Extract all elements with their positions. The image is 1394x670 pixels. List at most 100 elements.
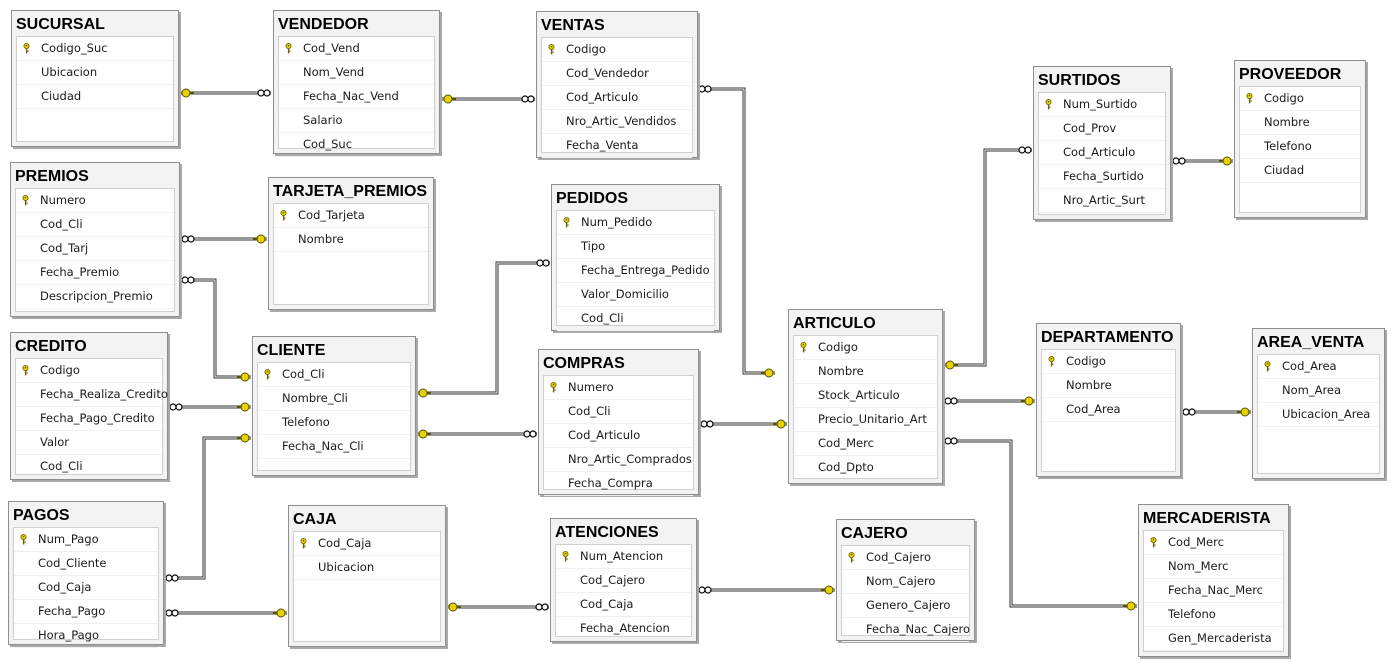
column-row[interactable]: Nom_Cajero xyxy=(842,570,969,594)
column-row[interactable]: Fecha_Nac_Vend xyxy=(279,85,434,109)
column-row[interactable]: Fecha_Pago xyxy=(14,600,158,624)
column-row[interactable]: Fecha_Compra xyxy=(544,472,693,496)
column-row[interactable]: Cod_Articulo xyxy=(544,424,693,448)
column-row[interactable]: Cod_Articulo xyxy=(542,86,692,110)
column-row[interactable]: Telefono xyxy=(1144,603,1283,627)
column-row[interactable]: Cod_Merc xyxy=(794,432,937,456)
column-row[interactable]: Ciudad xyxy=(17,85,173,109)
column-row[interactable]: Num_Atencion xyxy=(556,545,691,569)
column-row[interactable]: Telefono xyxy=(1240,135,1360,159)
column-row[interactable]: Nombre xyxy=(794,360,937,384)
column-row[interactable]: Cod_Vendedor xyxy=(542,62,692,86)
column-row[interactable]: Num_Pago xyxy=(14,528,158,552)
column-row[interactable]: Nro_Artic_Comprados xyxy=(544,448,693,472)
column-row[interactable]: Cod_Cli xyxy=(544,400,693,424)
relationship-articulo-surtidos[interactable] xyxy=(944,148,1032,367)
column-row[interactable]: Valor_Domicilio xyxy=(557,283,714,307)
column-row[interactable]: Num_Pedido xyxy=(557,211,714,235)
column-row[interactable]: Nom_Vend xyxy=(279,61,434,85)
column-row[interactable]: Nom_Area xyxy=(1258,379,1379,403)
column-row[interactable]: Nombre xyxy=(1042,374,1175,398)
column-row[interactable]: Ciudad xyxy=(1240,159,1360,183)
column-row[interactable]: Fecha_Nac_Cajero xyxy=(842,618,970,642)
column-row[interactable]: Fecha_Realiza_Credito xyxy=(16,383,168,407)
column-row[interactable]: Cod_Articulo xyxy=(1039,141,1165,165)
column-row[interactable]: Tipo xyxy=(557,235,714,259)
column-row[interactable]: Fecha_Nac_Merc xyxy=(1144,579,1283,603)
column-row[interactable]: Fecha_Entrega_Pedido xyxy=(557,259,714,283)
column-row[interactable]: Fecha_Pago_Credito xyxy=(16,407,162,431)
column-row[interactable]: Stock_Articulo xyxy=(794,384,937,408)
column-row[interactable]: Codigo xyxy=(1042,350,1175,374)
column-row[interactable]: Cod_Cajero xyxy=(556,569,691,593)
column-row[interactable]: Nom_Merc xyxy=(1144,555,1283,579)
column-row[interactable]: Cod_Cli xyxy=(16,455,162,479)
column-row[interactable]: Cod_Caja xyxy=(294,532,440,556)
column-row[interactable]: Cod_Cli xyxy=(258,363,410,387)
column-row[interactable]: Cod_Cli xyxy=(16,213,174,237)
column-row[interactable]: Hora_Pago xyxy=(14,624,158,648)
column-row[interactable]: Nombre_Cli xyxy=(258,387,410,411)
column-row[interactable]: Fecha_Atencion xyxy=(556,617,691,641)
relationship-cliente-premios[interactable] xyxy=(181,278,251,379)
column-row[interactable]: Ubicacion xyxy=(17,61,173,85)
column-row[interactable]: Ubicacion_Area xyxy=(1258,403,1379,427)
column-row[interactable]: Fecha_Nac_Cli xyxy=(258,435,410,459)
column-row[interactable]: Fecha_Venta xyxy=(542,134,692,158)
column-row[interactable]: Cod_Tarjeta xyxy=(274,204,428,228)
column-row[interactable]: Cod_Area xyxy=(1258,355,1379,379)
column-row[interactable]: Fecha_Premio xyxy=(16,261,174,285)
column-row[interactable]: Cod_Cli xyxy=(557,307,714,331)
column-row[interactable]: Codigo xyxy=(542,38,692,62)
column-row[interactable]: Nombre xyxy=(1240,111,1360,135)
column-row[interactable]: Nro_Artic_Surt xyxy=(1039,189,1165,213)
column-row[interactable]: Codigo_Suc xyxy=(17,37,173,61)
column-row[interactable]: Fecha_Surtido xyxy=(1039,165,1165,189)
column-row[interactable]: Nombre xyxy=(274,228,428,252)
column-row[interactable]: Gen_Mercaderista xyxy=(1144,627,1283,651)
column-row[interactable]: Precio_Unitario_Art xyxy=(794,408,937,432)
column-row[interactable]: Cod_Suc xyxy=(279,133,434,157)
column-row[interactable]: Numero xyxy=(16,189,174,213)
column-row[interactable]: Codigo xyxy=(16,359,162,383)
column-row[interactable]: Nro_Artic_Vendidos xyxy=(542,110,692,134)
column-row[interactable]: Cod_Vend xyxy=(279,37,434,61)
column-row[interactable]: Cod_Caja xyxy=(556,593,691,617)
column-row[interactable]: Cod_Cliente xyxy=(14,552,158,576)
column-row[interactable]: Cod_Area xyxy=(1042,398,1175,422)
column-row[interactable]: Ubicacion xyxy=(294,556,440,580)
column-row[interactable]: Genero_Cajero xyxy=(842,594,969,618)
column-row[interactable]: Valor xyxy=(16,431,162,455)
column-row[interactable]: Cod_Merc xyxy=(1144,531,1283,555)
relationship-cliente-pedidos[interactable] xyxy=(417,261,550,395)
column-row[interactable]: Num_Surtido xyxy=(1039,93,1165,117)
column-row[interactable]: Salario xyxy=(279,109,434,133)
column-row[interactable]: Descripcion_Premio xyxy=(16,285,174,309)
column-row[interactable]: Numero xyxy=(544,376,693,400)
relationship-cliente-pagos[interactable] xyxy=(165,436,251,580)
column-row[interactable]: Codigo xyxy=(794,336,937,360)
column-row[interactable]: Telefono xyxy=(258,411,410,435)
column-row[interactable]: Cod_Caja xyxy=(14,576,158,600)
column-row[interactable]: Cod_Prov xyxy=(1039,117,1165,141)
column-row[interactable]: Cod_Cajero xyxy=(842,546,969,570)
